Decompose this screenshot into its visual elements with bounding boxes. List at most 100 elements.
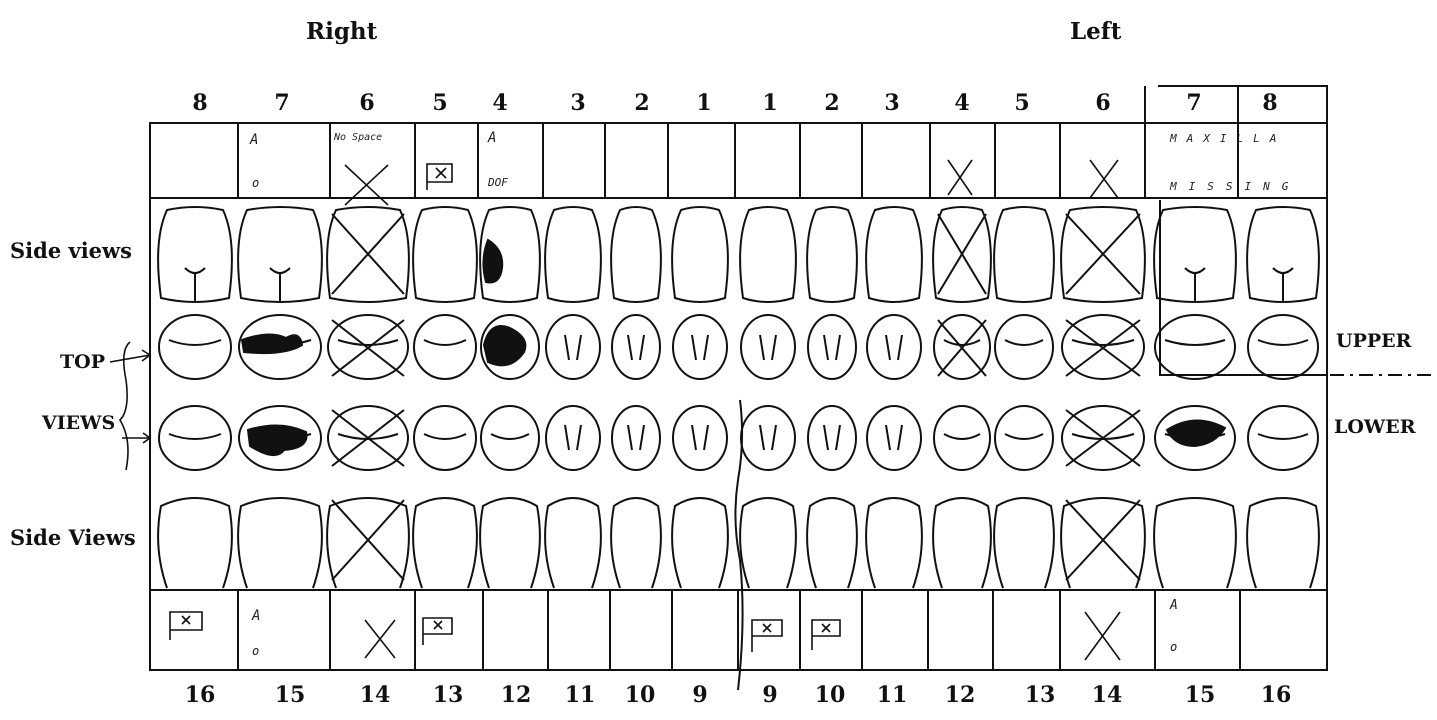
occlusal-groove xyxy=(944,434,980,439)
lower-side-tooth xyxy=(1061,498,1145,588)
occlusal-groove xyxy=(1072,340,1134,345)
pontic-mark-l9 xyxy=(752,620,782,652)
occlusal-groove xyxy=(944,340,980,345)
pontic-x xyxy=(182,616,190,624)
extraction-x xyxy=(332,320,404,376)
root-split-line xyxy=(1185,268,1205,302)
lower-box-columns xyxy=(238,590,1240,670)
occlusal-groove xyxy=(424,340,466,345)
upper-occlusal-tooth xyxy=(1155,315,1235,379)
upper-side-tooth xyxy=(413,207,477,302)
lower-side-tooth xyxy=(327,498,409,588)
pontic-mark-r16 xyxy=(170,612,202,640)
incisal-lines xyxy=(565,425,581,450)
missing-mark-l6 xyxy=(1090,160,1118,198)
occlusal-groove xyxy=(491,434,529,439)
pontic-outline xyxy=(812,620,840,650)
occlusal-groove xyxy=(1165,340,1225,345)
incisal-lines xyxy=(628,335,644,360)
incisal-lines xyxy=(692,335,708,360)
extraction-x xyxy=(938,320,986,376)
upper-occlusal-tooth xyxy=(808,315,856,379)
upper-side-tooth xyxy=(866,207,922,302)
lower-side-tooth xyxy=(866,498,922,588)
lower-side-tooth xyxy=(933,498,991,588)
pontic-mark-r13 xyxy=(423,618,452,645)
incisal-lines xyxy=(824,425,840,450)
incisal-lines xyxy=(824,335,840,360)
occlusal-groove xyxy=(338,340,398,345)
extraction-x xyxy=(332,410,404,466)
lower-side-tooth xyxy=(545,498,601,588)
maxilla-bracket xyxy=(1158,86,1327,123)
pontic-outline xyxy=(427,164,452,190)
upper-side-tooth xyxy=(672,207,728,302)
teeth-group xyxy=(158,207,1319,588)
missing-mark-l4 xyxy=(948,160,972,195)
lower-occlusal-tooth xyxy=(673,406,727,470)
lower-occlusal-tooth xyxy=(546,406,600,470)
lower-side-tooth xyxy=(1154,498,1236,588)
extraction-x xyxy=(1066,410,1140,466)
lower-side-tooth xyxy=(480,498,540,588)
extraction-x xyxy=(1066,320,1140,376)
extraction-x xyxy=(938,214,986,294)
decay-fill xyxy=(1167,420,1225,446)
upper-occlusal-tooth xyxy=(867,315,921,379)
upper-box-columns xyxy=(238,86,1238,198)
root-split-line xyxy=(185,268,205,302)
pontic-outline xyxy=(170,612,202,640)
incisal-lines xyxy=(628,425,644,450)
lower-occlusal-tooth xyxy=(741,406,795,470)
missing-mark-l14 xyxy=(1085,612,1120,660)
lower-side-tooth xyxy=(740,498,796,588)
lower-occlusal-tooth xyxy=(808,406,856,470)
missing-teeth-bracket xyxy=(1160,200,1327,375)
pontic-x xyxy=(822,624,830,632)
decay-fill xyxy=(483,240,502,282)
lower-side-tooth xyxy=(413,498,477,588)
decay-fill xyxy=(242,334,302,353)
extraction-x xyxy=(332,214,404,294)
lower-side-tooth xyxy=(1247,498,1319,588)
pontic-mark-r5 xyxy=(427,164,452,190)
upper-side-tooth xyxy=(740,207,796,302)
incisal-lines xyxy=(886,335,902,360)
upper-occlusal-tooth xyxy=(995,315,1053,379)
upper-occlusal-tooth xyxy=(546,315,600,379)
pontic-x xyxy=(763,624,771,632)
extraction-x xyxy=(332,500,404,580)
incisal-lines xyxy=(760,335,776,360)
pontic-x xyxy=(434,621,442,629)
upper-occlusal-tooth xyxy=(673,315,727,379)
lower-side-tooth xyxy=(238,498,322,588)
occlusal-groove xyxy=(169,434,221,439)
pontic-x xyxy=(436,168,446,178)
decay-fill xyxy=(484,326,525,365)
root-split-line xyxy=(1273,268,1293,302)
incisal-lines xyxy=(886,425,902,450)
top-views-brace xyxy=(120,342,130,470)
lower-occlusal-tooth xyxy=(612,406,660,470)
upper-occlusal-tooth xyxy=(741,315,795,379)
upper-occlusal-tooth xyxy=(612,315,660,379)
occlusal-groove xyxy=(1258,434,1308,439)
pontic-outline xyxy=(423,618,452,645)
lower-side-tooth xyxy=(611,498,661,588)
occlusal-groove xyxy=(424,434,466,439)
root-split-line xyxy=(270,268,290,302)
incisal-lines xyxy=(760,425,776,450)
extraction-x xyxy=(1066,214,1140,294)
extraction-x xyxy=(1066,500,1140,580)
lower-occlusal-tooth xyxy=(867,406,921,470)
occlusal-groove xyxy=(1005,434,1043,439)
upper-occlusal-tooth xyxy=(414,315,476,379)
occlusal-groove xyxy=(1005,340,1043,345)
upper-occlusal-tooth xyxy=(1248,315,1318,379)
upper-side-tooth xyxy=(611,207,661,302)
upper-side-tooth xyxy=(807,207,857,302)
missing-mark-r14 xyxy=(365,620,395,658)
upper-side-tooth xyxy=(545,207,601,302)
upper-side-tooth xyxy=(994,207,1054,302)
